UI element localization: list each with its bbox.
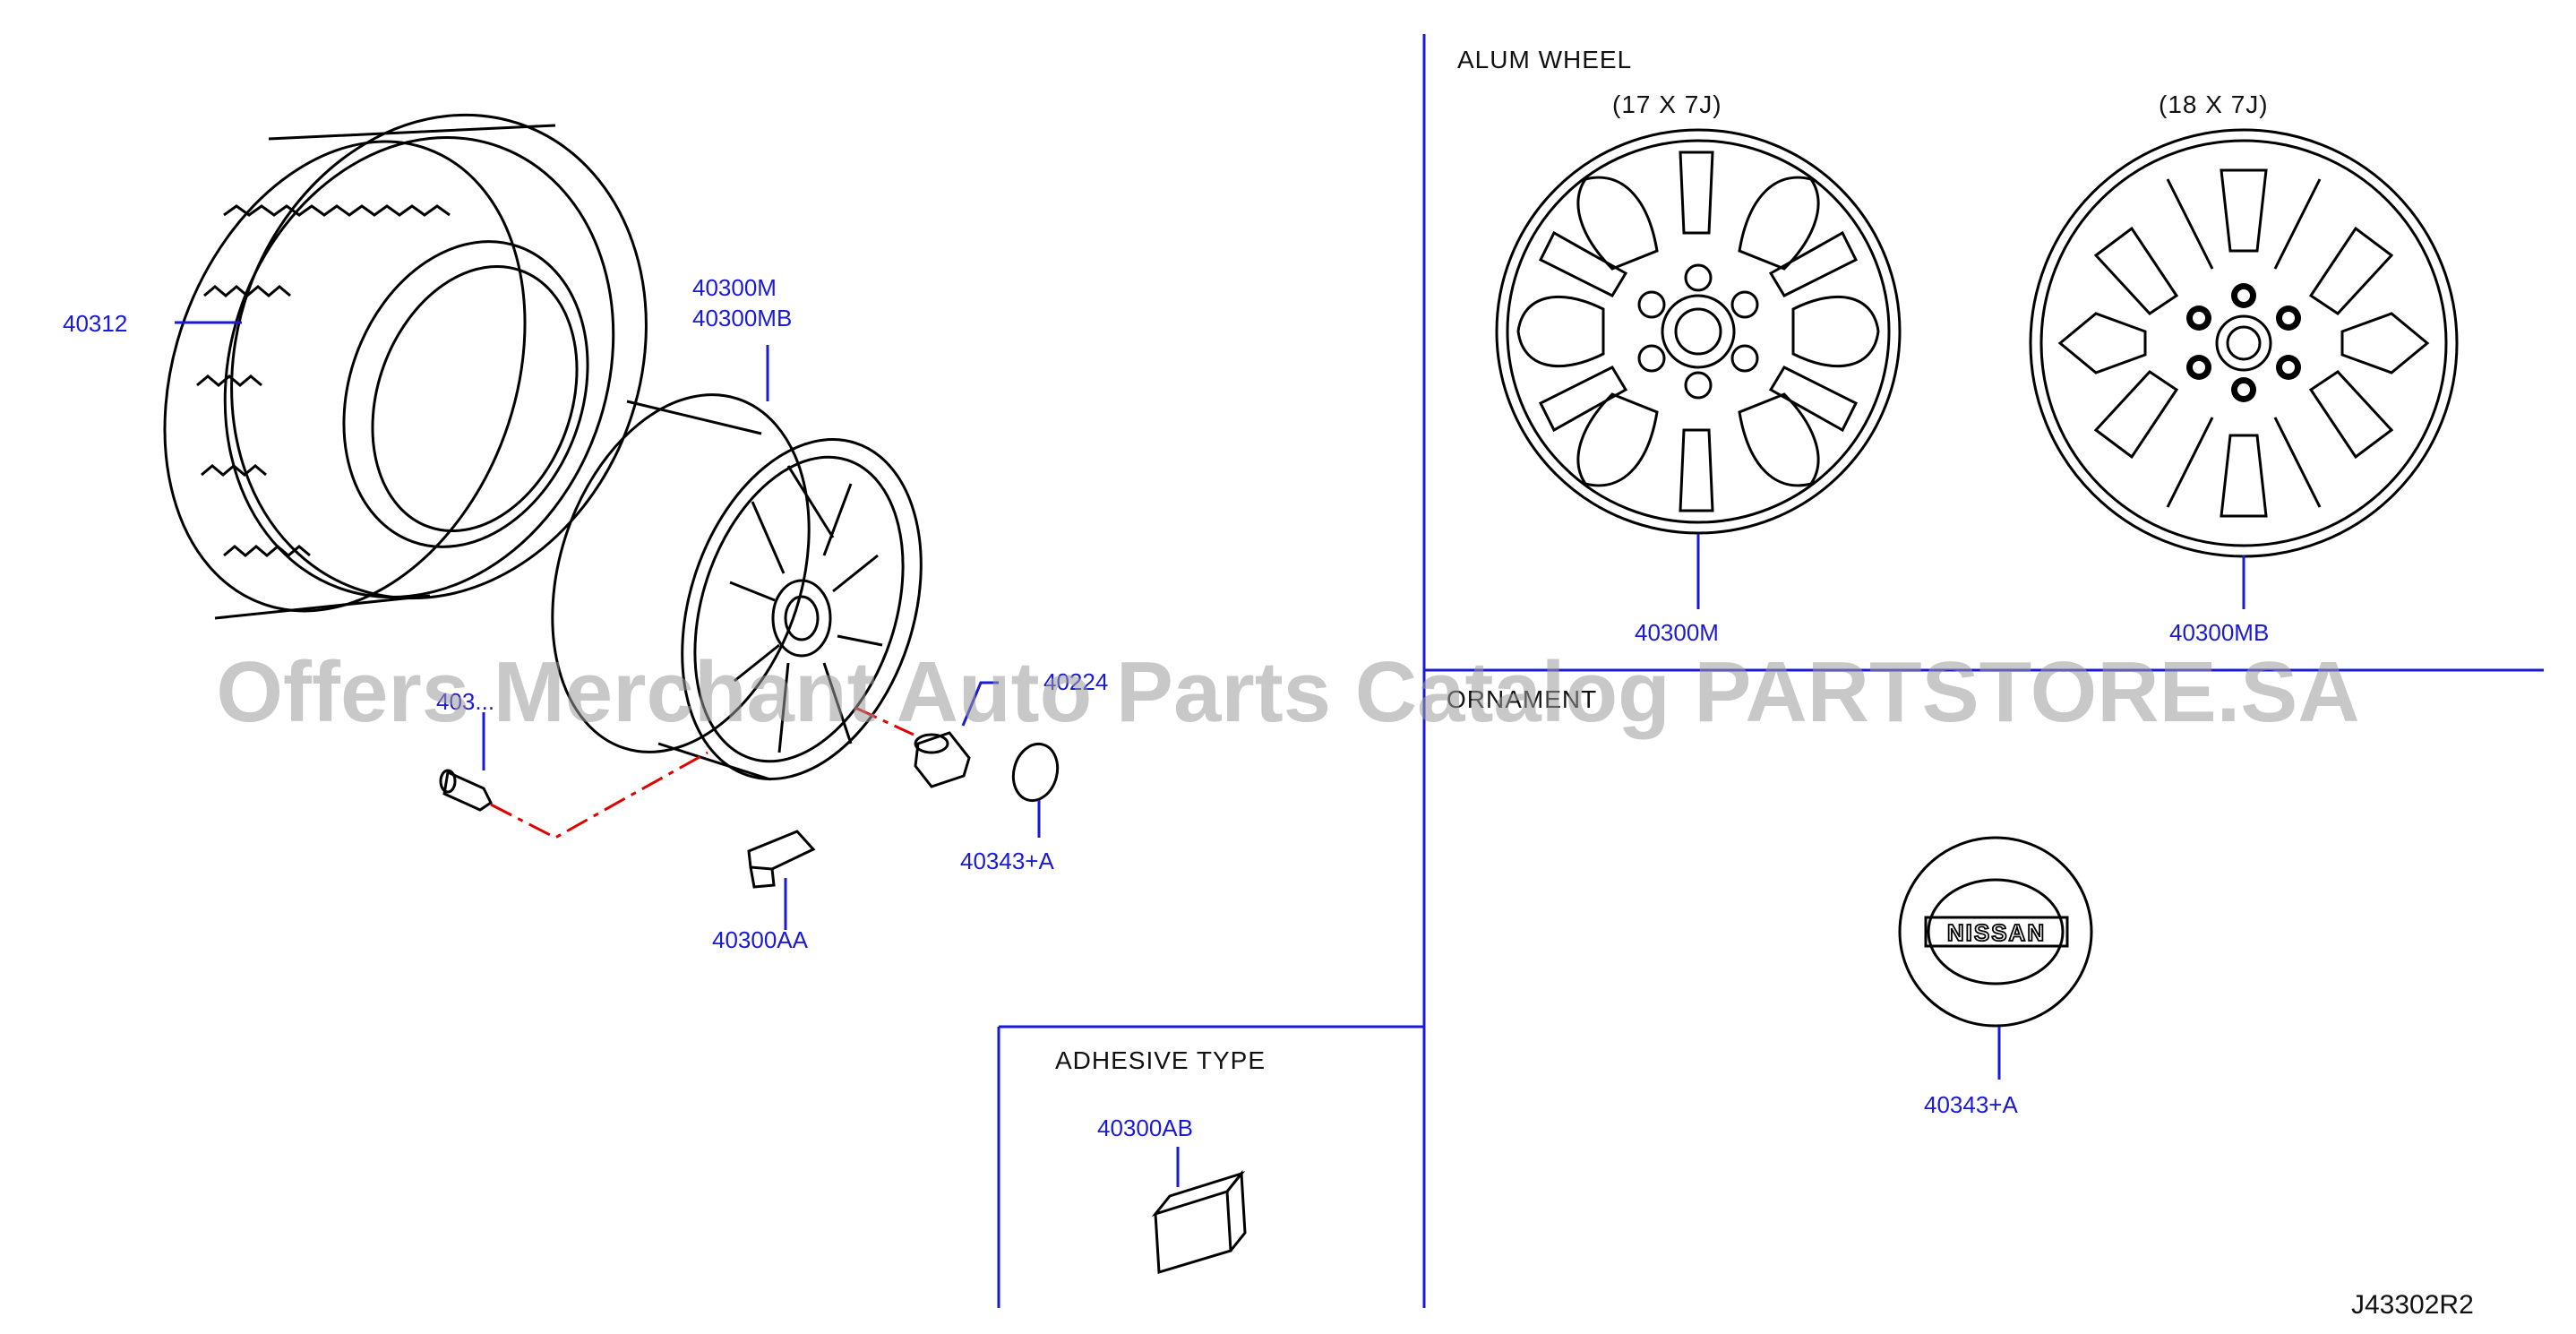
nissan-logo-text: NISSAN	[1947, 919, 2046, 946]
heading-ornament: ORNAMENT	[1447, 685, 1597, 713]
part-label-ornament[interactable]: 40343+A	[1924, 1091, 2018, 1118]
heading-size-18: (18 X 7J)	[2159, 90, 2269, 118]
watermark-text: Offers Merchant Auto Parts Catalog PARTS…	[216, 644, 2359, 740]
part-label-wheel-2[interactable]: 40300MB	[692, 305, 792, 331]
part-label-cap-small[interactable]: 40343+A	[960, 848, 1054, 874]
tire-illustration	[163, 113, 648, 620]
part-label-alum-17[interactable]: 40300M	[1635, 619, 1719, 646]
alum-wheel-17-illustration	[1495, 128, 1902, 535]
nissan-center-cap-illustration: NISSAN	[1898, 836, 2093, 1028]
part-label-wheel-1[interactable]: 40300M	[692, 274, 777, 301]
heading-alum-wheel: ALUM WHEEL	[1457, 46, 1632, 73]
part-label-alum-18[interactable]: 40300MB	[2169, 619, 2269, 646]
wheel-perspective-illustration	[551, 393, 923, 781]
part-label-nut[interactable]: 40224	[1043, 668, 1108, 695]
part-label-adhesive-weight[interactable]: 40300AB	[1097, 1115, 1193, 1141]
adhesive-weight-illustration	[1151, 1170, 1247, 1274]
heading-adhesive-type: ADHESIVE TYPE	[1055, 1046, 1266, 1074]
section-dividers	[997, 34, 2544, 1308]
valve-leader-dashed	[490, 751, 708, 839]
diagram-code: J43302R2	[2351, 1290, 2474, 1320]
part-label-valve[interactable]: 403...	[436, 688, 494, 715]
part-label-tire[interactable]: 40312	[63, 310, 127, 337]
valve-illustration	[439, 769, 493, 812]
nut-illustration	[914, 731, 971, 788]
part-label-weight-clip[interactable]: 40300AA	[712, 926, 809, 953]
alum-wheel-18-illustration	[2029, 128, 2459, 558]
balance-weight-clip-illustration	[747, 830, 816, 889]
center-cap-small-illustration	[1011, 742, 1060, 803]
nut-leader-dashed	[854, 706, 914, 736]
heading-size-17: (17 X 7J)	[1612, 90, 1722, 118]
